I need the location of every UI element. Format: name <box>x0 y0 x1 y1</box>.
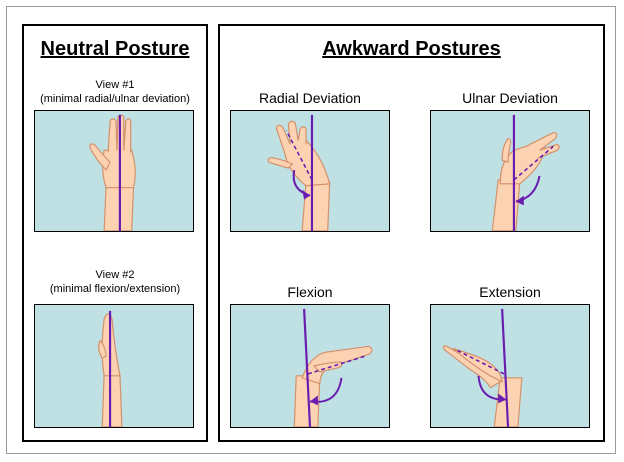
radial-deviation-image <box>230 110 390 232</box>
fingers <box>275 120 307 153</box>
thumb <box>267 157 294 169</box>
view2-title: View #2 <box>95 269 135 281</box>
forearm <box>101 373 123 427</box>
extension-label: Extension <box>479 284 541 300</box>
flexion-illustration <box>293 308 373 427</box>
forearm <box>493 377 523 427</box>
awkward-postures-heading: Awkward Postures <box>322 38 501 60</box>
flexion-label: Flexion <box>287 284 333 300</box>
thumb <box>89 143 111 172</box>
fingers <box>529 132 560 159</box>
ulnar-deviation-image <box>430 110 590 232</box>
angle-arrowhead <box>302 189 310 200</box>
hand-axis-line <box>456 349 505 375</box>
radial-deviation-label: Radial Deviation <box>259 90 361 106</box>
hand-axis-line <box>285 130 313 181</box>
view1-image <box>34 110 194 232</box>
neutral-posture-heading: Neutral Posture <box>40 38 190 60</box>
view1-title: View #1 <box>95 79 135 91</box>
hand-axis-line <box>307 355 366 375</box>
forearm <box>301 181 331 231</box>
thumb <box>98 339 107 359</box>
angle-arrowhead <box>310 395 318 406</box>
hand-bent <box>301 345 373 385</box>
hand-axis-line <box>513 145 554 181</box>
angle-arrowhead <box>515 195 524 206</box>
reference-line <box>303 308 312 427</box>
angle-arrowhead <box>498 393 507 404</box>
neutral-hand-front-illustration <box>89 114 136 231</box>
radial-deviation-illustration <box>267 114 331 231</box>
palm-fill <box>452 347 503 383</box>
neutral-hand-side-illustration <box>98 310 123 427</box>
view1-subtitle: (minimal radial/ulnar deviation) <box>40 93 190 105</box>
thumb <box>501 137 512 163</box>
extension-image <box>430 304 590 428</box>
neutral-posture-panel: Neutral Posture View #1 (minimal radial/… <box>22 24 208 442</box>
flexion-image <box>230 304 390 428</box>
forearm <box>491 179 521 231</box>
extension-illustration <box>442 308 523 427</box>
ulnar-deviation-label: Ulnar Deviation <box>462 90 558 106</box>
awkward-postures-panel: Awkward Postures Radial Deviation Ulnar … <box>218 24 605 442</box>
view2-image <box>34 304 194 428</box>
ulnar-deviation-illustration <box>491 114 560 231</box>
view2-subtitle: (minimal flexion/extension) <box>49 283 181 295</box>
reference-line <box>501 308 510 427</box>
